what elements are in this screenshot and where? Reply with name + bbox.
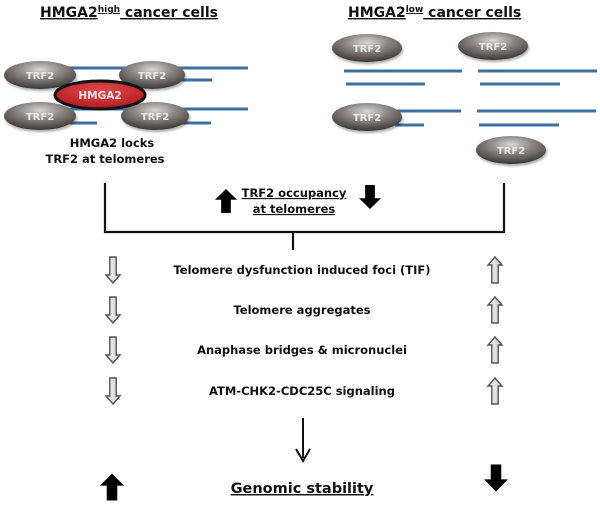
svg-text:TRF2: TRF2 <box>141 112 169 123</box>
increase-arrow-icon <box>486 295 504 324</box>
decrease-arrow-icon <box>104 377 122 406</box>
effects-list: Telomere dysfunction induced foci (TIF) T… <box>104 255 504 406</box>
trf2-protein: TRF2 <box>119 61 185 89</box>
effect-row: Telomere aggregates <box>104 295 504 325</box>
trf2-protein: TRF2 <box>332 103 402 131</box>
occupancy-label-line1: TRF2 occupancy <box>242 186 347 200</box>
trf2-protein: TRF2 <box>476 136 546 164</box>
decrease-arrow-icon <box>484 464 508 492</box>
right-panel-title: HMGA2low cancer cells <box>348 5 521 21</box>
effect-label: Anaphase bridges & micronuclei <box>197 343 407 357</box>
right-telomere-strands <box>344 69 597 127</box>
svg-text:TRF2: TRF2 <box>26 112 54 123</box>
increase-arrow-icon <box>215 189 237 213</box>
occupancy-label-line2: at telomeres <box>253 202 336 216</box>
decrease-arrow-icon <box>104 256 122 285</box>
left-panel-title: HMGA2high cancer cells <box>40 5 218 21</box>
decrease-arrow-icon <box>104 336 122 365</box>
svg-text:TRF2: TRF2 <box>479 42 507 53</box>
trf2-protein: TRF2 <box>4 102 76 130</box>
svg-text:HMGA2: HMGA2 <box>78 90 121 102</box>
svg-text:TRF2: TRF2 <box>26 71 54 82</box>
svg-text:TRF2: TRF2 <box>497 146 525 157</box>
hmga2-protein: HMGA2 <box>53 79 147 111</box>
trf2-protein: TRF2 <box>121 102 189 130</box>
svg-text:TRF2: TRF2 <box>353 113 381 124</box>
increase-arrow-icon <box>100 473 124 501</box>
outcome-label: Genomic stability <box>231 481 374 497</box>
svg-text:TRF2: TRF2 <box>138 71 166 82</box>
downstream-arrow-icon <box>295 418 311 463</box>
convergence-bracket <box>103 183 506 250</box>
effect-row: ATM-CHK2-CDC25C signaling <box>104 376 504 406</box>
increase-arrow-icon <box>486 255 504 284</box>
effect-row: Anaphase bridges & micronuclei <box>104 335 504 365</box>
decrease-arrow-icon <box>359 185 381 209</box>
trf2-protein: TRF2 <box>332 34 402 62</box>
left-caption-line2: TRF2 at telomeres <box>45 152 164 166</box>
increase-arrow-icon <box>486 335 504 364</box>
effect-label: Telomere dysfunction induced foci (TIF) <box>173 263 430 277</box>
increase-arrow-icon <box>486 376 504 405</box>
left-caption-line1: HMGA2 locks <box>70 136 155 150</box>
svg-text:TRF2: TRF2 <box>353 44 381 55</box>
decrease-arrow-icon <box>104 296 122 325</box>
effect-label: Telomere aggregates <box>233 303 370 317</box>
trf2-protein: TRF2 <box>4 61 76 89</box>
effect-row: Telomere dysfunction induced foci (TIF) <box>104 255 504 285</box>
effect-label: ATM-CHK2-CDC25C signaling <box>209 384 395 398</box>
trf2-protein: TRF2 <box>458 32 528 60</box>
